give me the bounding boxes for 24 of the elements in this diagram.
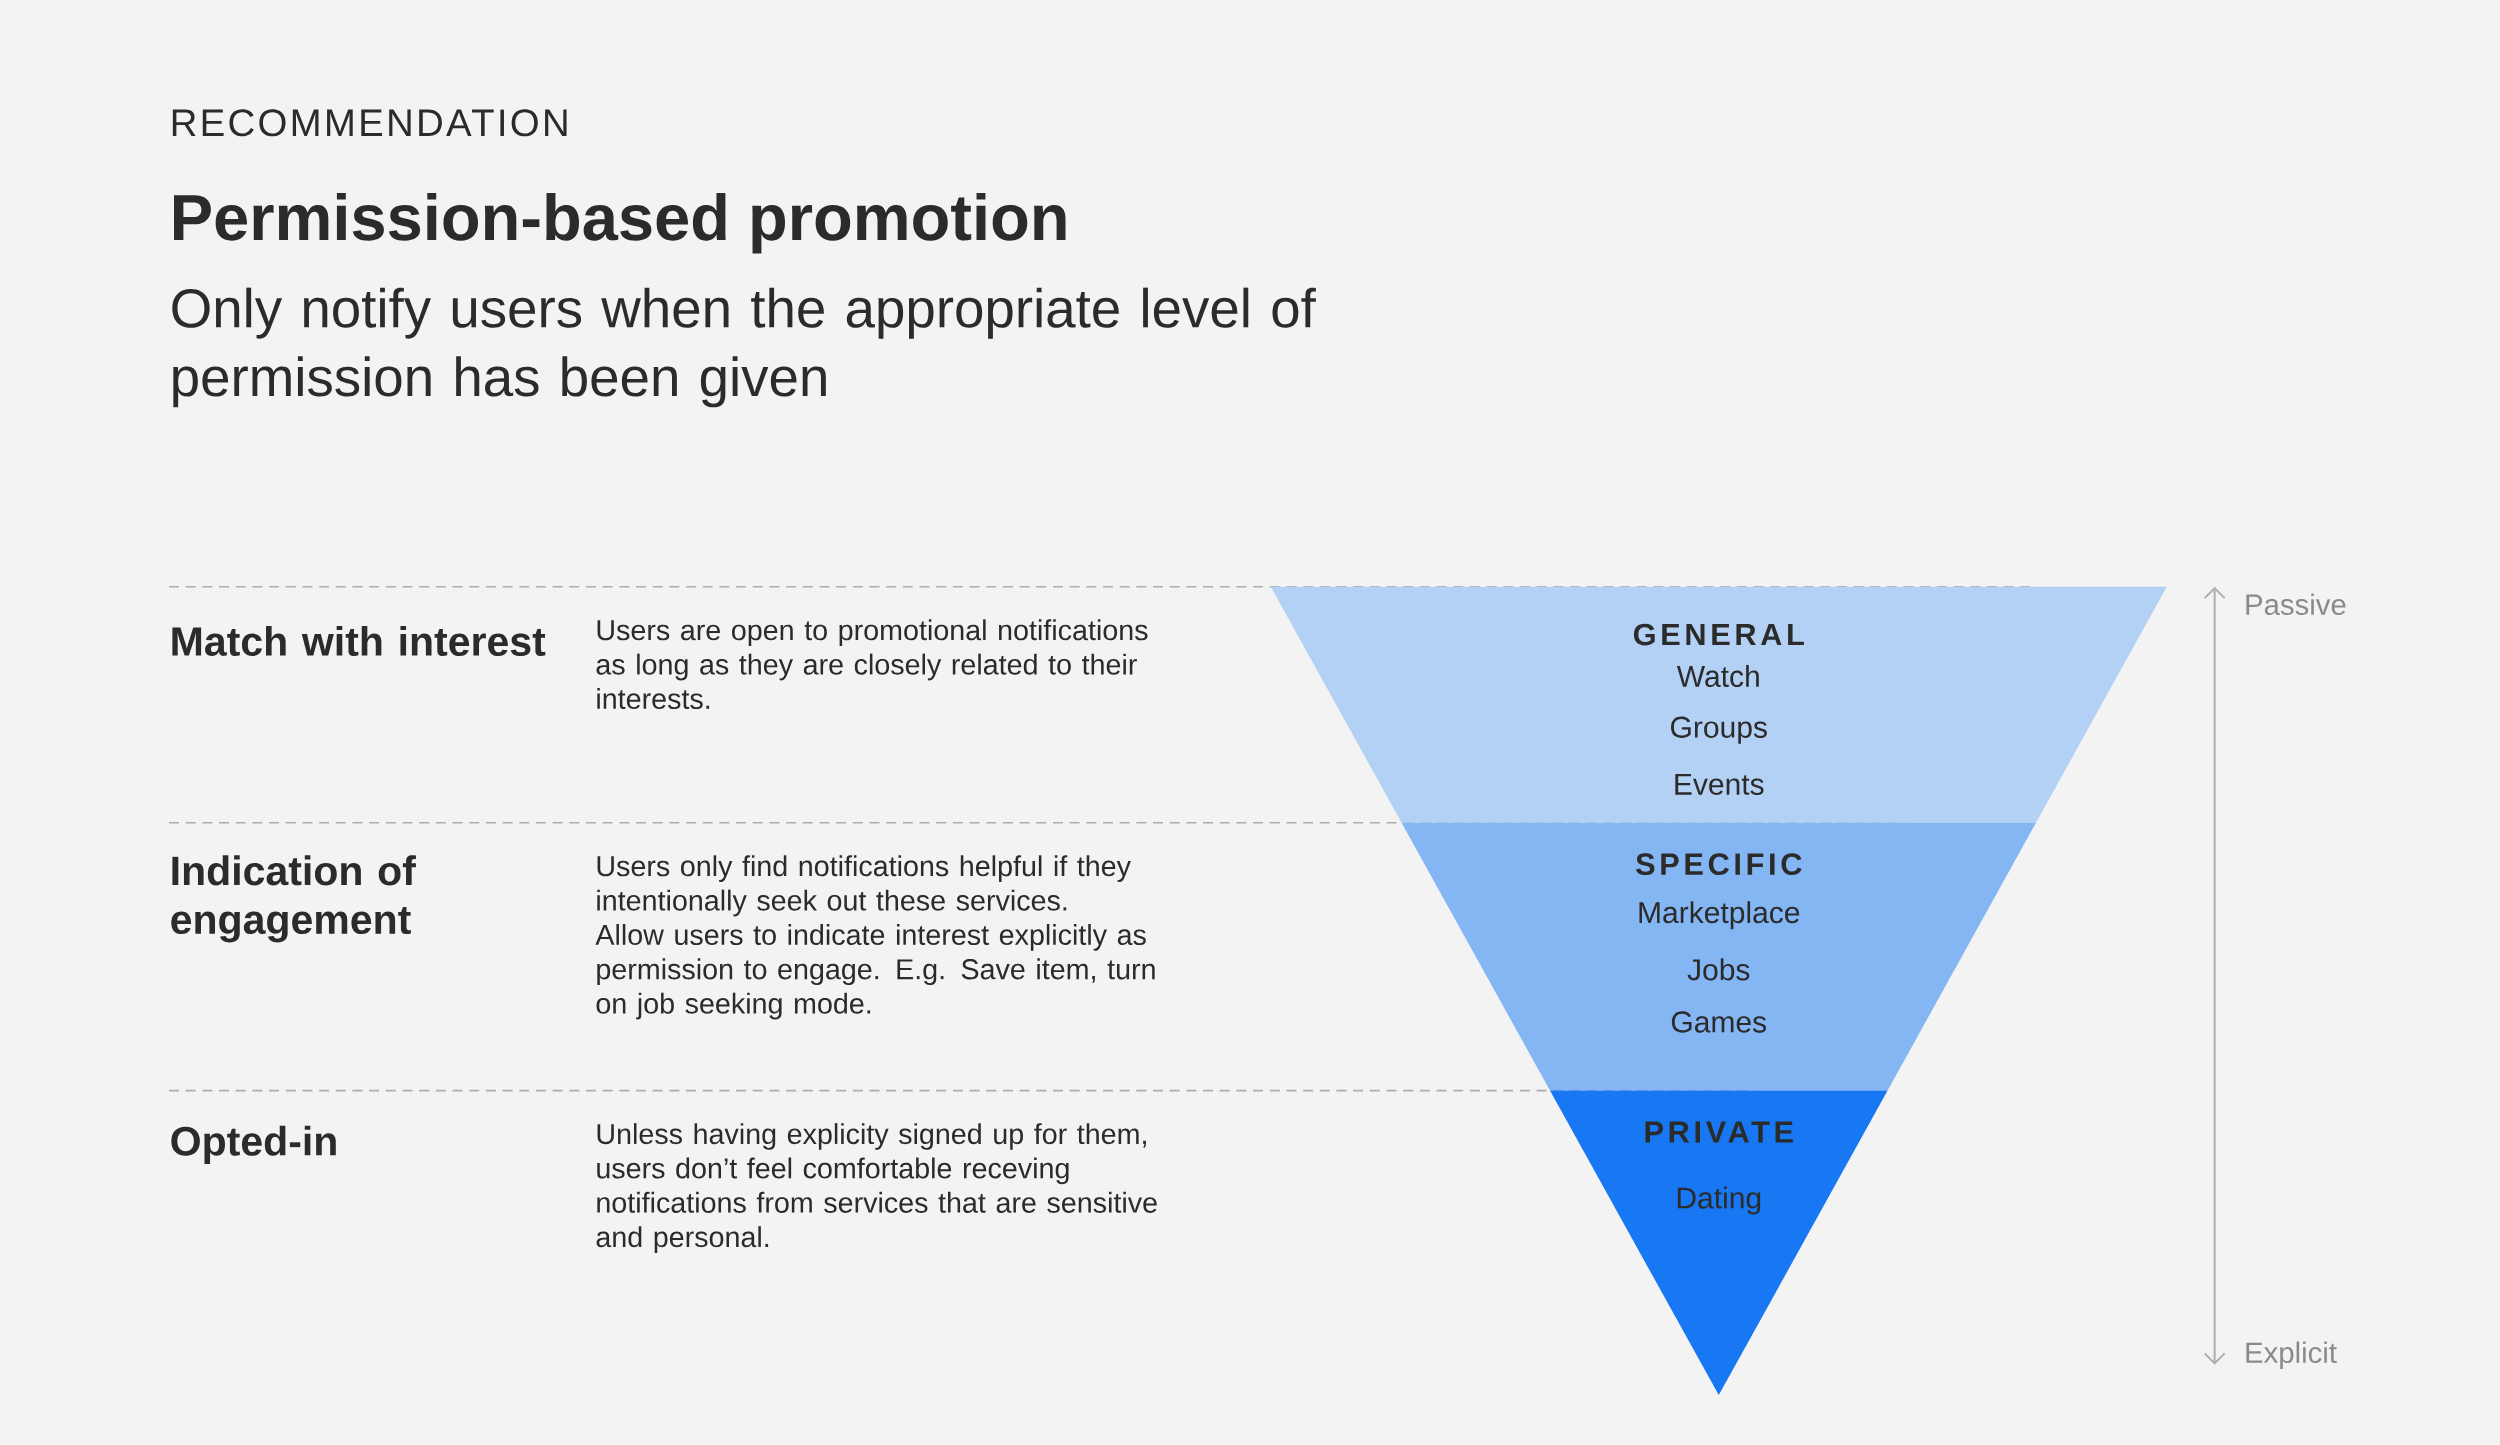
funnel-band [1270,586,2167,823]
description-text: Unless having explicity signed up for them, users don’t feel comfortable receving notifications from services that are sensitive and personal. [596,1123,1157,1254]
row-heading: Indication of engagement [171,855,416,943]
band-item: Dating [1677,1186,1761,1215]
band-heading: PRIVATE [1645,1121,1793,1143]
band-heading: GENERAL [1633,623,1804,646]
band-item: Events [1675,774,1764,796]
description-text: Users are open to promotional notifications as long as they are closely related to their interests. [596,619,1148,710]
funnel-band [1550,1090,1888,1396]
axis-label: Explicit [2246,1341,2337,1370]
band-item: Jobs [1687,958,1750,981]
eyebrow-text: RECOMMENDATION [172,109,567,137]
row-heading: Opted-in [171,1125,336,1165]
funnel-band [1401,822,2036,1091]
description-text: Users only find notifications helpful if they intentionally seek out these services. Allow users to indicate interest explicitly as permission to engage. E.g. Save item, turn on job seeking mode. [595,855,1155,1020]
band-item: Marketplace [1639,901,1800,930]
band-item: Groups [1671,716,1767,745]
axis-label: Passive [2246,593,2346,616]
band-item: Watch [1676,665,1759,688]
row-heading: Match with interest [172,626,546,657]
title: Permission-based promotion [174,193,1066,254]
band-item: Games [1671,1011,1767,1033]
band-heading: SPECIFIC [1636,853,1802,876]
subtitle: Only notify users when the appropriate level of permission has been given [172,287,1316,408]
